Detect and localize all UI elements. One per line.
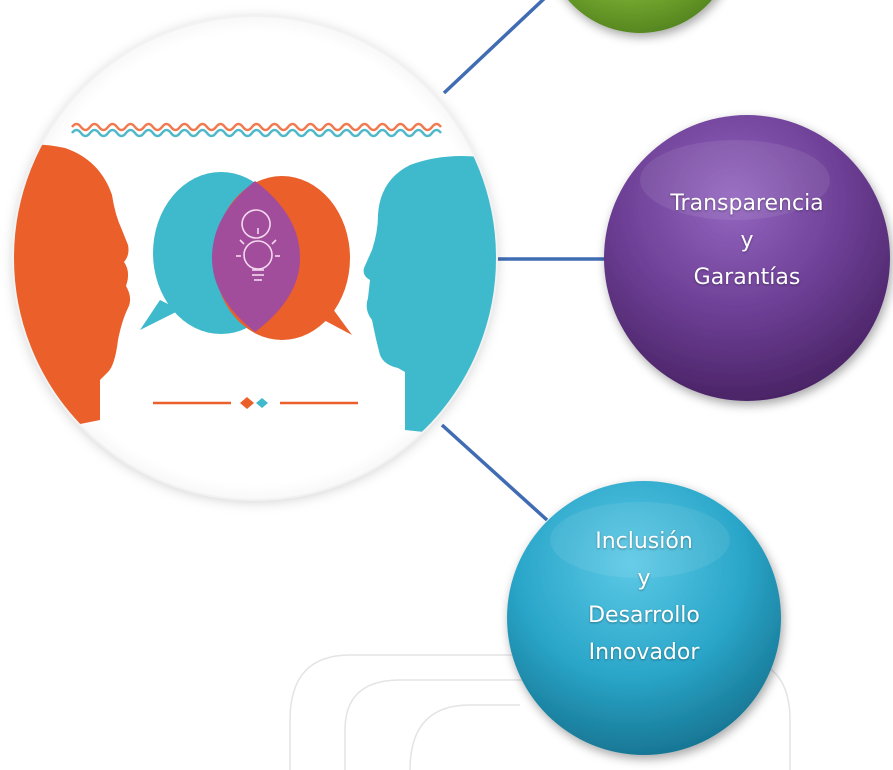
green-node: [568, 0, 712, 33]
connector-lines: [440, 0, 605, 522]
right-person-silhouette: [363, 156, 497, 440]
transparencia-node: [604, 115, 890, 401]
inclusion-node: [507, 481, 781, 755]
central-image: [12, 15, 498, 501]
transparencia-line-3: Garantías: [693, 265, 801, 290]
connector-inclusion: [440, 423, 549, 522]
divider-decoration: [153, 397, 358, 409]
inclusion-line-2: y: [637, 566, 651, 591]
inclusion-line-4: Innovador: [588, 640, 700, 665]
transparencia-line-2: y: [740, 228, 754, 253]
wavy-line-decoration: [71, 122, 442, 132]
inclusion-node-label: Inclusión y Desarrollo Innovador: [504, 523, 784, 671]
inclusion-line-1: Inclusión: [595, 529, 693, 554]
transparencia-line-1: Transparencia: [670, 191, 824, 216]
speech-bubbles: [140, 172, 352, 340]
connector-green: [442, 0, 546, 95]
lightbulb-icon: [236, 209, 280, 281]
transparencia-node-label: Transparencia y Garantías: [607, 185, 887, 296]
inclusion-line-3: Desarrollo: [588, 603, 700, 628]
